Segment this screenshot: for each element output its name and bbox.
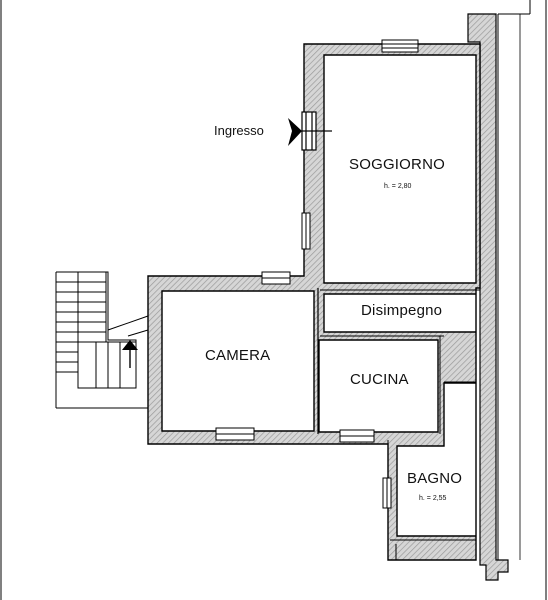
label-soggiorno-height: h. = 2,80	[384, 183, 412, 190]
entrance-arrow-icon	[288, 118, 302, 146]
window-soggiorno-top	[381, 39, 419, 53]
label-cucina: CUCINA	[350, 371, 409, 388]
entrance-door	[301, 111, 332, 151]
label-ingresso: Ingresso	[214, 123, 264, 138]
windows	[215, 39, 419, 509]
label-camera: CAMERA	[205, 347, 271, 364]
label-bagno-height: h. = 2,55	[419, 495, 447, 502]
staircase	[55, 271, 149, 409]
label-disimpegno: Disimpegno	[361, 302, 443, 319]
label-bagno: BAGNO	[407, 470, 463, 487]
label-soggiorno: SOGGIORNO	[349, 156, 445, 173]
stair-arrow-icon	[122, 340, 138, 350]
boundary-wall	[467, 0, 531, 581]
